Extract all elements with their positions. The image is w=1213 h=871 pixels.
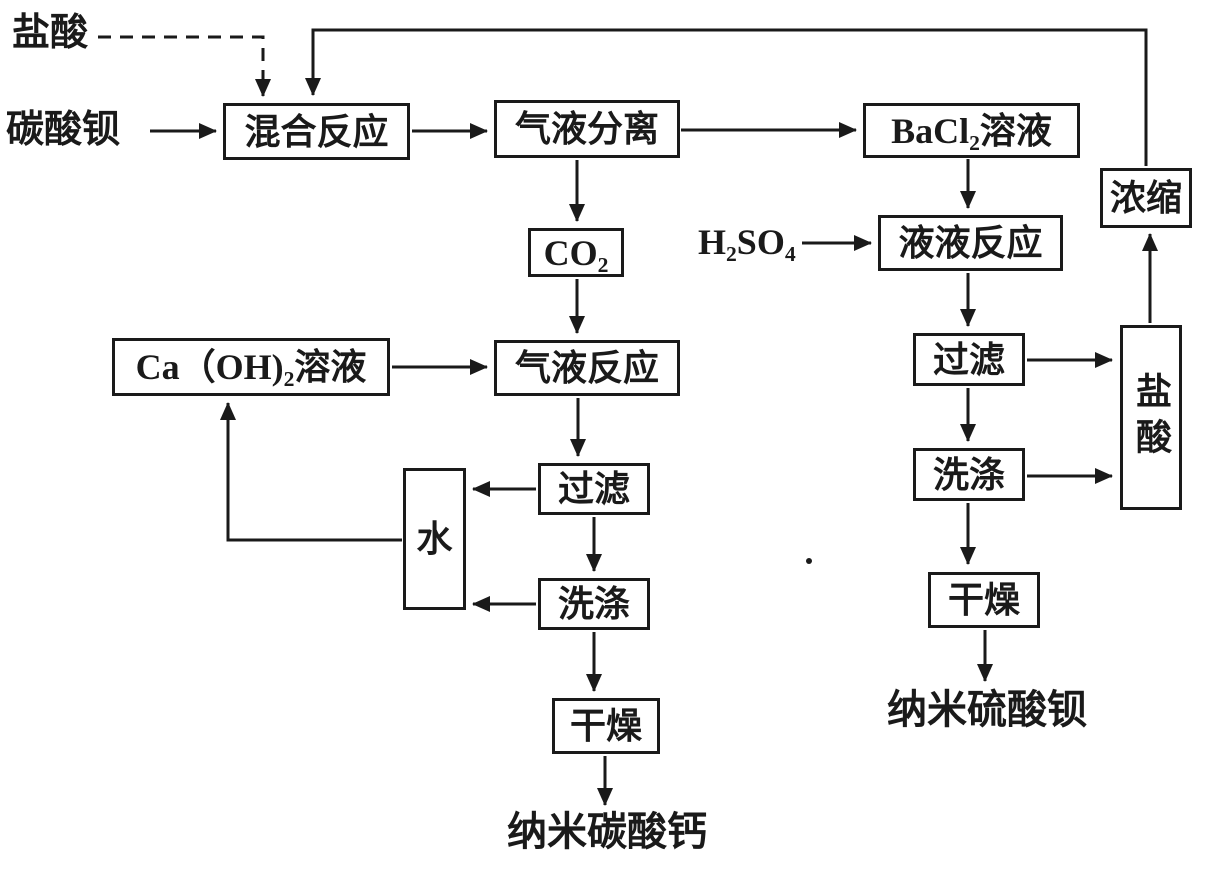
label-barium-carbonate: 碳酸钡: [6, 109, 121, 151]
stray-dot: [806, 558, 812, 564]
node-liquid-liquid-reaction: 液液反应: [878, 215, 1063, 271]
node-gas-liquid-separation: 气液分离: [494, 100, 680, 158]
node-filter-left: 过滤: [538, 463, 650, 515]
node-co2: CO₂: [528, 228, 624, 277]
node-dry-left: 干燥: [552, 698, 660, 754]
label-h2so4: H₂SO₄: [698, 222, 796, 262]
node-filter-right: 过滤: [913, 333, 1025, 386]
node-gas-liquid-reaction: 气液反应: [494, 340, 680, 396]
node-wash-left: 洗涤: [538, 578, 650, 630]
label-hcl-input: 盐酸: [12, 12, 89, 54]
node-caoh2-solution: Ca（OH)₂溶液: [112, 338, 390, 396]
node-mixing-reaction: 混合反应: [223, 103, 410, 160]
node-water: 水: [403, 468, 466, 610]
connector-water-to-caoh: [220, 402, 402, 542]
node-hcl-recycle: 盐酸: [1120, 325, 1182, 510]
node-concentrate: 浓缩: [1100, 168, 1192, 228]
label-product-nano-baso4: 纳米硫酸钡: [887, 687, 1087, 732]
connector-hcl-dashed: [98, 35, 271, 97]
node-wash-right: 洗涤: [913, 448, 1025, 501]
label-product-nano-caco3: 纳米碳酸钙: [507, 809, 707, 854]
node-dry-right: 干燥: [928, 572, 1040, 628]
node-bacl2-solution: BaCl₂溶液: [863, 103, 1080, 158]
